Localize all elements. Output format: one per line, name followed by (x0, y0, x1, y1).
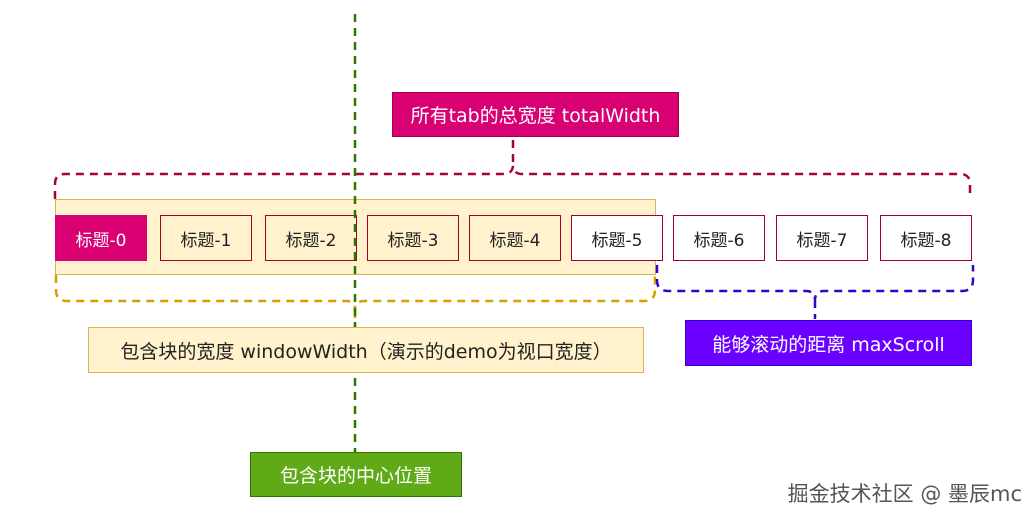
tab-label: 标题-8 (900, 230, 952, 251)
total-width-text: 所有tab的总宽度 totalWidth (410, 105, 661, 127)
container-center-text: 包含块的中心位置 (279, 465, 432, 487)
tab-label: 标题-6 (693, 230, 745, 251)
max-scroll-text: 能够滚动的距离 maxScroll (712, 333, 945, 356)
tab-4[interactable]: 标题-4 (469, 215, 561, 261)
window-width-brace (54, 275, 657, 311)
watermark: 掘金技术社区 @ 墨辰mc (787, 482, 1022, 506)
tab-3[interactable]: 标题-3 (367, 215, 459, 261)
max-scroll-label: 能够滚动的距离 maxScroll (685, 320, 972, 366)
tab-5[interactable]: 标题-5 (571, 215, 663, 261)
tab-label: 标题-7 (796, 230, 848, 251)
max-scroll-brace (655, 265, 975, 301)
window-width-text: 包含块的宽度 windowWidth（演示的demo为视口宽度） (120, 340, 612, 363)
tab-2[interactable]: 标题-2 (265, 215, 357, 261)
tab-label: 标题-4 (489, 230, 541, 251)
tab-8[interactable]: 标题-8 (880, 215, 972, 261)
tab-0[interactable]: 标题-0 (55, 215, 147, 261)
tab-6[interactable]: 标题-6 (673, 215, 765, 261)
tab-1[interactable]: 标题-1 (160, 215, 252, 261)
total-width-brace (53, 165, 972, 199)
tab-label: 标题-3 (387, 230, 439, 251)
container-center-label: 包含块的中心位置 (250, 452, 462, 497)
tab-label: 标题-1 (180, 230, 232, 251)
tab-label: 标题-5 (591, 230, 643, 251)
tab-7[interactable]: 标题-7 (776, 215, 868, 261)
total-width-label: 所有tab的总宽度 totalWidth (392, 92, 679, 137)
tab-label: 标题-2 (285, 230, 337, 251)
window-width-label: 包含块的宽度 windowWidth（演示的demo为视口宽度） (88, 327, 644, 373)
tab-label: 标题-0 (75, 230, 127, 251)
